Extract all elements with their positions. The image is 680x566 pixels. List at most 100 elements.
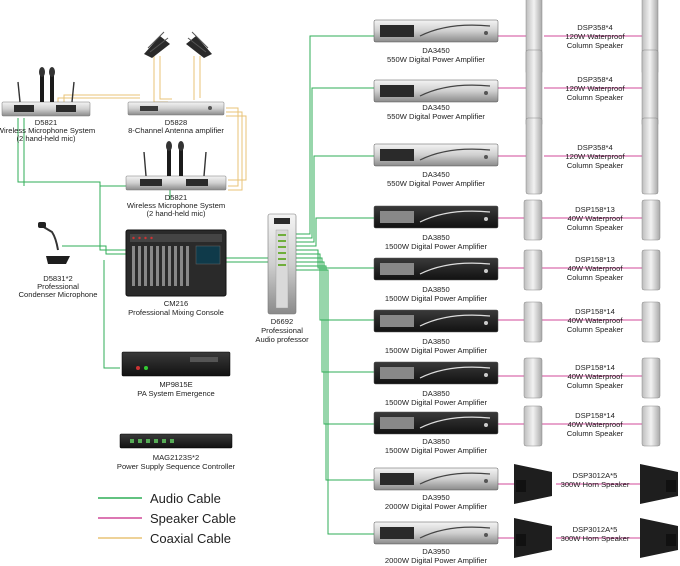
cm216-desc1: Professional Mixing Console <box>128 308 224 317</box>
speaker-1-desc2: Column Speaker <box>567 41 624 50</box>
speaker-7-desc1: 40W Waterproof <box>567 372 623 381</box>
amplifier-5-desc: 1500W Digital Power Amplifier <box>385 294 488 303</box>
d5831-desc1: Professional <box>37 282 79 291</box>
mp9815e-emergency-unit <box>121 351 231 377</box>
speaker-8-desc1: 40W Waterproof <box>567 420 623 429</box>
speaker-2-desc2: Column Speaker <box>567 93 624 102</box>
speaker-7-desc2: Column Speaker <box>567 381 624 390</box>
d5821-b-desc2: (2 hand-held mic) <box>146 209 206 218</box>
mag2123s-desc1: Power Supply Sequence Controller <box>117 462 236 471</box>
legend-speaker-label: Speaker Cable <box>150 511 236 526</box>
speaker-2-desc1: 120W Waterproof <box>565 84 625 93</box>
antenna-right-icon <box>186 31 212 58</box>
d5828-antenna-amplifier <box>127 101 225 116</box>
column-speaker-left-icon <box>525 49 543 127</box>
amplifier-7-desc: 1500W Digital Power Amplifier <box>385 398 488 407</box>
speaker-4-model: DSP158*13 <box>575 205 615 214</box>
amplifier-10-model: DA3950 <box>422 547 449 556</box>
amplifier-9-desc: 2000W Digital Power Amplifier <box>385 502 488 511</box>
speaker-4-desc1: 40W Waterproof <box>567 214 623 223</box>
mp9815e-model: MP9815E <box>159 380 192 389</box>
d5821-receiver-main <box>1 67 91 117</box>
column-speaker-right-icon <box>641 49 659 127</box>
speaker-4-desc2: Column Speaker <box>567 223 624 232</box>
amplifier-8-desc: 1500W Digital Power Amplifier <box>385 446 488 455</box>
amplifier-3-model: DA3450 <box>422 170 449 179</box>
speaker-1-model: DSP358*4 <box>577 23 612 32</box>
amplifier-6-model: DA3850 <box>422 337 449 346</box>
amplifier-10-desc: 2000W Digital Power Amplifier <box>385 556 488 565</box>
d5821-b-desc1: Wireless Microphone System <box>127 201 225 210</box>
speaker-5-desc2: Column Speaker <box>567 273 624 282</box>
speaker-6-model: DSP158*14 <box>575 307 615 316</box>
column-speaker-left-icon <box>523 357 543 399</box>
d5821-main-model: D5821 <box>35 118 57 127</box>
d5831-condenser-mic <box>38 222 70 264</box>
column-speaker-right-icon <box>641 199 661 241</box>
horn-speaker-left-icon <box>514 518 552 558</box>
d5828-model: D5828 <box>165 118 187 127</box>
speaker-10-model: DSP3012A*5 <box>573 525 618 534</box>
column-speaker-left-icon <box>523 199 543 241</box>
cm216-model: CM216 <box>164 299 188 308</box>
d6692-model: D6692 <box>271 317 293 326</box>
speaker-3-desc2: Column Speaker <box>567 161 624 170</box>
mp9815e-desc1: PA System Emergence <box>137 389 215 398</box>
amplifier-1-model: DA3450 <box>422 46 449 55</box>
speaker-6-desc2: Column Speaker <box>567 325 624 334</box>
speaker-5-model: DSP158*13 <box>575 255 615 264</box>
amplifier-7-model: DA3850 <box>422 389 449 398</box>
speaker-9-model: DSP3012A*5 <box>573 471 618 480</box>
legend-coaxial-label: Coaxial Cable <box>150 531 231 546</box>
speaker-10-desc1: 300W Horn Speaker <box>561 534 630 543</box>
d5821-main-desc2: (2 hand-held mic) <box>16 134 76 143</box>
horn-speaker-right-icon <box>640 518 678 558</box>
speaker-5-desc1: 40W Waterproof <box>567 264 623 273</box>
column-speaker-right-icon <box>641 357 661 399</box>
amplifier-5-model: DA3850 <box>422 285 449 294</box>
speaker-8-model: DSP158*14 <box>575 411 615 420</box>
amplifier-1-desc: 550W Digital Power Amplifier <box>387 55 485 64</box>
column-speaker-right-icon <box>641 117 659 195</box>
d6692-audio-processor <box>267 213 297 315</box>
d5821-main-desc1: Wireless Microphone System <box>0 126 95 135</box>
legend-audio-label: Audio Cable <box>150 491 221 506</box>
d5831-model: D5831*2 <box>43 274 73 283</box>
d5828-desc1: 8-Channel Antenna amplifier <box>128 126 224 135</box>
amplifier-2-desc: 550W Digital Power Amplifier <box>387 112 485 121</box>
amplifier-9-model: DA3950 <box>422 493 449 502</box>
mag2123s-model: MAG2123S*2 <box>153 453 199 462</box>
speaker-9-desc1: 300W Horn Speaker <box>561 480 630 489</box>
column-speaker-left-icon <box>523 249 543 291</box>
d6692-desc1: Professional <box>261 326 303 335</box>
speaker-3-model: DSP358*4 <box>577 143 612 152</box>
d5821-receiver-b <box>125 141 227 191</box>
cm216-mixing-console <box>125 229 227 297</box>
mag2123s-sequence-controller <box>119 433 233 449</box>
column-speaker-left-icon <box>523 405 543 447</box>
amplifier-4-model: DA3850 <box>422 233 449 242</box>
amplifier-4-desc: 1500W Digital Power Amplifier <box>385 242 488 251</box>
amplifier-6-desc: 1500W Digital Power Amplifier <box>385 346 488 355</box>
speaker-cables <box>498 35 644 539</box>
d5821-b-model: D5821 <box>165 193 187 202</box>
amplifier-3-desc: 550W Digital Power Amplifier <box>387 179 485 188</box>
